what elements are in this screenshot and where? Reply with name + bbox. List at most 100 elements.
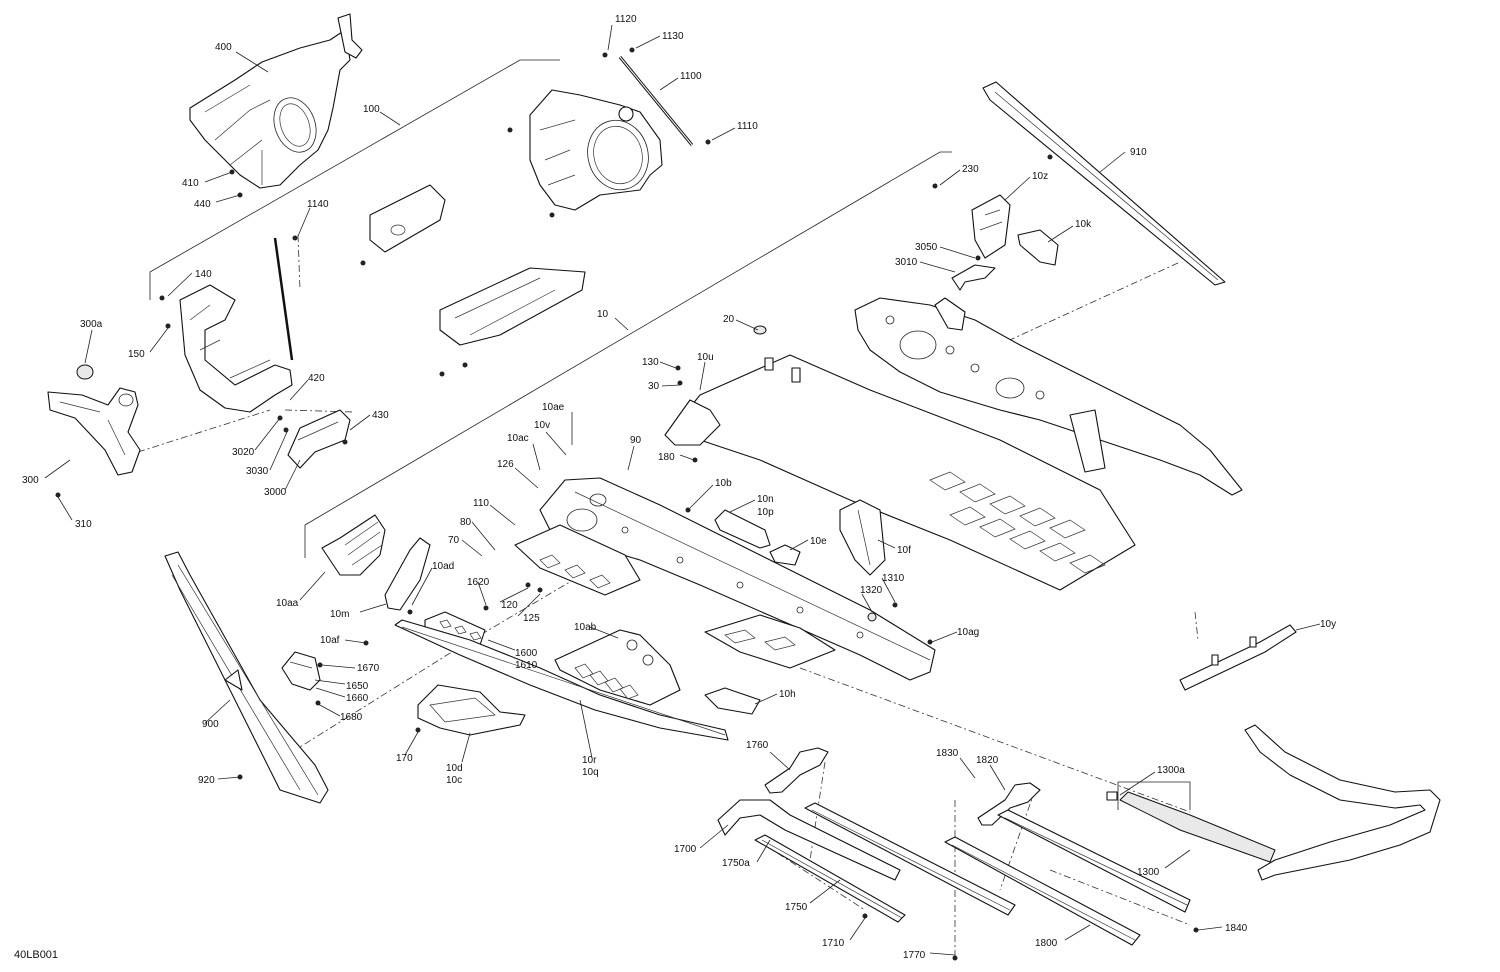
callout-10ad: 10ad <box>432 561 454 572</box>
callout-1830: 1830 <box>936 748 959 759</box>
callout-1100: 1100 <box>680 71 702 82</box>
part-900-rail <box>164 551 329 804</box>
callout-1300: 1300 <box>1137 867 1160 878</box>
callout-10u: 10u <box>697 352 714 363</box>
callout-1770: 1770 <box>903 950 926 961</box>
callout-10ag: 10ag <box>957 627 979 638</box>
callout-1620: 1620 <box>467 577 490 588</box>
callout-110: 110 <box>473 498 489 509</box>
document-id: 40LB001 <box>14 949 58 961</box>
callout-140: 140 <box>195 269 212 280</box>
group-boundaries <box>149 59 1191 810</box>
callout-10p: 10p <box>757 507 774 518</box>
part-10f-plate <box>839 499 886 576</box>
part-1300-rear-bumper <box>1106 724 1441 881</box>
callout-1760: 1760 <box>746 740 769 751</box>
part-10h-plate <box>704 687 761 715</box>
callout-120: 120 <box>501 600 518 611</box>
callout-10ae: 10ae <box>542 402 565 413</box>
callout-150: 150 <box>128 349 145 360</box>
callout-3050: 3050 <box>915 242 938 253</box>
part-cover-plate <box>360 184 446 266</box>
callout-300a: 300a <box>80 319 103 330</box>
callout-910: 910 <box>1130 147 1147 158</box>
callout-10d: 10d <box>446 763 463 774</box>
callout-920: 920 <box>198 775 215 786</box>
leader-lines <box>44 24 1321 956</box>
callout-1650: 1650 <box>346 681 369 692</box>
callout-10k: 10k <box>1075 219 1092 230</box>
callout-1300a: 1300a <box>1157 765 1185 776</box>
callout-3000: 3000 <box>264 487 287 498</box>
callout-900: 900 <box>202 719 219 730</box>
part-10k-bracket <box>1017 229 1059 266</box>
part-tunnel-brace <box>439 267 586 377</box>
callout-1320: 1320 <box>860 585 883 596</box>
part-tunnel-floor-plate <box>514 524 641 596</box>
callout-90: 90 <box>630 435 642 446</box>
callout-170: 170 <box>396 753 413 764</box>
part-1820-bracket <box>977 782 1041 826</box>
callout-80: 80 <box>460 517 472 528</box>
part-1700-runner <box>717 799 901 881</box>
callout-10h: 10h <box>779 689 796 700</box>
callout-1800: 1800 <box>1035 938 1058 949</box>
callout-1670: 1670 <box>357 663 380 674</box>
callout-10aa: 10aa <box>276 598 299 609</box>
callout-3020: 3020 <box>232 447 255 458</box>
part-10n-bracket <box>685 507 771 549</box>
callout-440: 440 <box>194 199 211 210</box>
callout-1130: 1130 <box>662 31 684 42</box>
callout-130: 130 <box>642 357 659 368</box>
callout-1840: 1840 <box>1225 923 1248 934</box>
part-10d-skid-plate <box>415 684 526 736</box>
callout-1120: 1120 <box>615 14 637 25</box>
callout-430: 430 <box>372 410 389 421</box>
callout-10q: 10q <box>582 767 599 778</box>
callout-230: 230 <box>962 164 979 175</box>
callout-180: 180 <box>658 452 675 463</box>
callout-1680: 1680 <box>340 712 363 723</box>
callout-10m: 10m <box>330 609 349 620</box>
callout-10f: 10f <box>897 545 911 556</box>
callout-10v: 10v <box>534 420 550 431</box>
part-tunnel-side-right <box>854 297 1243 496</box>
part-10m-bracket <box>384 537 431 615</box>
callout-1610: 1610 <box>515 660 538 671</box>
part-910-rail <box>982 81 1226 286</box>
callout-20: 20 <box>723 314 735 325</box>
part-300-bracket <box>47 364 141 498</box>
part-center-frame <box>507 89 663 218</box>
callout-100: 100 <box>363 104 380 115</box>
part-10u-tunnel-top <box>664 325 1136 591</box>
part-10ab-plate <box>554 629 681 706</box>
callout-420: 420 <box>308 373 325 384</box>
part-1650-mount <box>281 651 323 706</box>
part-1100-rod <box>602 47 711 146</box>
callout-70: 70 <box>448 535 460 546</box>
part-10r-front-rail <box>363 619 729 741</box>
callout-1820: 1820 <box>976 755 999 766</box>
callout-1660: 1660 <box>346 693 369 704</box>
callout-1600: 1600 <box>515 648 538 659</box>
tunnel-cutouts <box>929 471 1106 574</box>
callout-1310: 1310 <box>882 573 905 584</box>
callout-126: 126 <box>497 459 514 470</box>
callout-10n: 10n <box>757 494 774 505</box>
part-3000-bracket <box>277 409 351 469</box>
callout-1110: 1110 <box>737 121 758 132</box>
part-1310-fasteners <box>867 602 933 645</box>
part-1840-runner <box>862 809 1199 961</box>
part-3010-clip <box>951 255 996 291</box>
callout-10ac: 10ac <box>507 433 529 444</box>
callout-3030: 3030 <box>246 466 269 477</box>
callout-400: 400 <box>215 42 232 53</box>
callout-10ab: 10ab <box>574 622 597 633</box>
callout-1710: 1710 <box>822 938 845 949</box>
part-steering-bracket <box>159 235 298 413</box>
part-10z-bracket <box>932 183 1011 259</box>
callout-10af: 10af <box>320 635 340 646</box>
part-10aa-vent <box>321 514 386 576</box>
callout-30: 30 <box>648 381 660 392</box>
callout-300: 300 <box>22 475 39 486</box>
